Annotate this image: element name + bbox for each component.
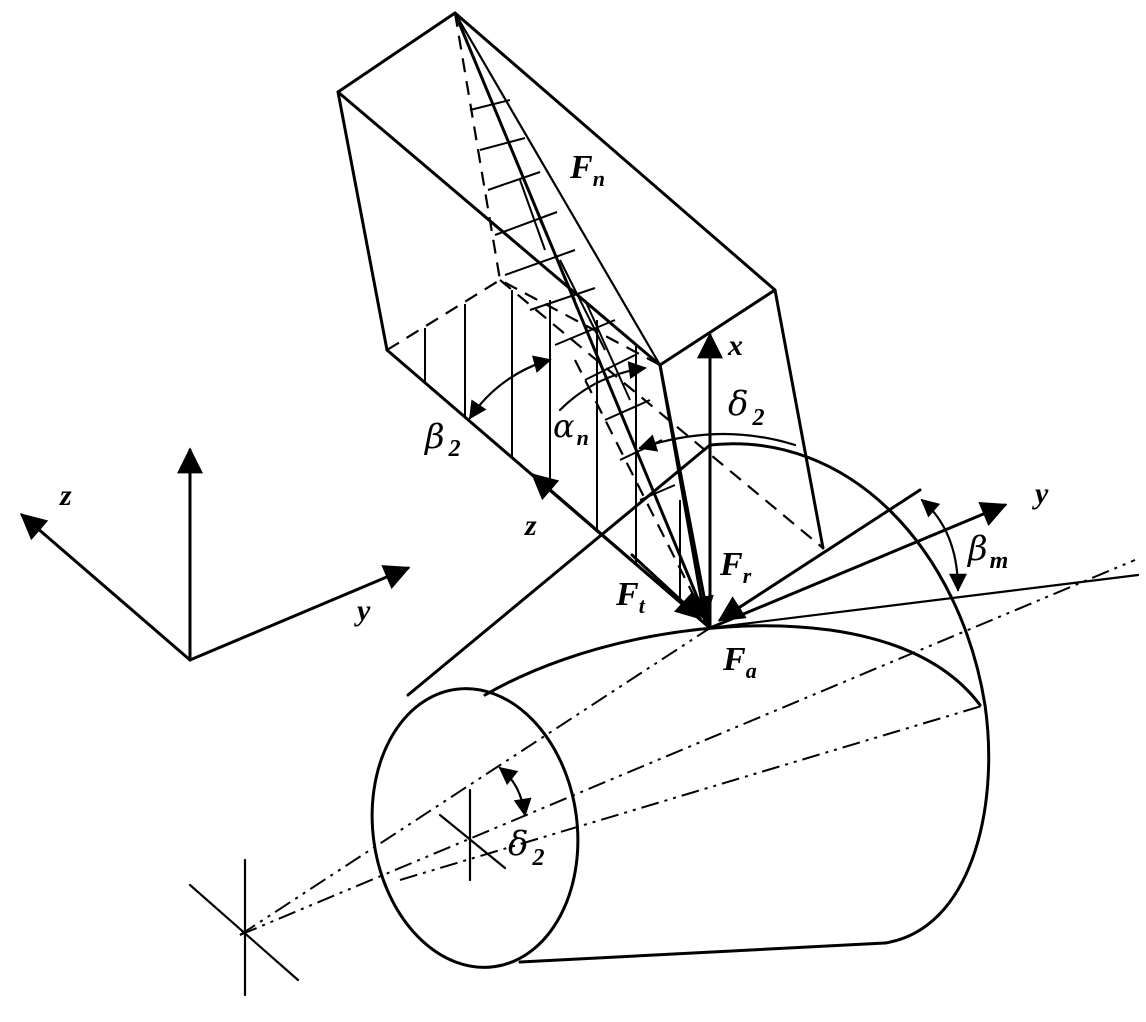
label-beta-m: βm (966, 529, 1008, 574)
prism-left-edge (336, 90, 389, 352)
cone-outer-arc (708, 442, 991, 945)
cone-lower-generatrix (518, 941, 887, 964)
fa-arrow (658, 363, 714, 623)
cone-upper-generatrix (406, 443, 712, 697)
label-alpha-n: αn (553, 407, 589, 450)
fr-arrow (717, 488, 922, 622)
gear-cone (188, 442, 1140, 997)
hidden-edge-5 (574, 359, 711, 629)
label-z-local: z (524, 509, 537, 542)
label-y-global: y (354, 594, 371, 627)
angle-arcs (468, 355, 967, 817)
hidden-edge-1 (453, 12, 661, 366)
hidden-edge-2 (386, 279, 501, 351)
apex-cross-d (188, 883, 300, 982)
global-z-axis (20, 513, 192, 662)
cone-axis-3 (399, 704, 986, 881)
cone-end-ellipse (370, 687, 580, 969)
label-z-global: z (59, 479, 72, 512)
tangent-line (708, 573, 1140, 630)
hidden-edge-3 (499, 279, 824, 549)
label-fa: Fa (722, 641, 757, 683)
force-vectors (531, 332, 1008, 630)
global-y-axis (188, 565, 411, 662)
beta-m-arc (920, 498, 967, 592)
beta2-arc (468, 355, 552, 420)
ft-arrow (630, 553, 702, 620)
force-prism (336, 11, 825, 630)
label-fn: Fn (569, 149, 605, 191)
global-axes (20, 447, 411, 662)
fn-diagonal (453, 11, 712, 630)
label-y-local: y (1032, 477, 1049, 510)
cone-pitch-arc (483, 624, 982, 707)
cone-axis-2 (239, 627, 711, 936)
cone-axis-1 (239, 559, 1136, 936)
label-ft: Ft (615, 576, 646, 618)
prism-right-edge (773, 288, 825, 550)
label-fr: Fr (719, 546, 752, 588)
prism-inner-diagonal (453, 11, 662, 367)
center-cross-d (438, 813, 507, 870)
delta2-bottom-arc (498, 766, 532, 817)
label-x: x (727, 329, 743, 362)
alpha-n-arc (558, 361, 647, 412)
delta2-top-arc (638, 432, 797, 452)
